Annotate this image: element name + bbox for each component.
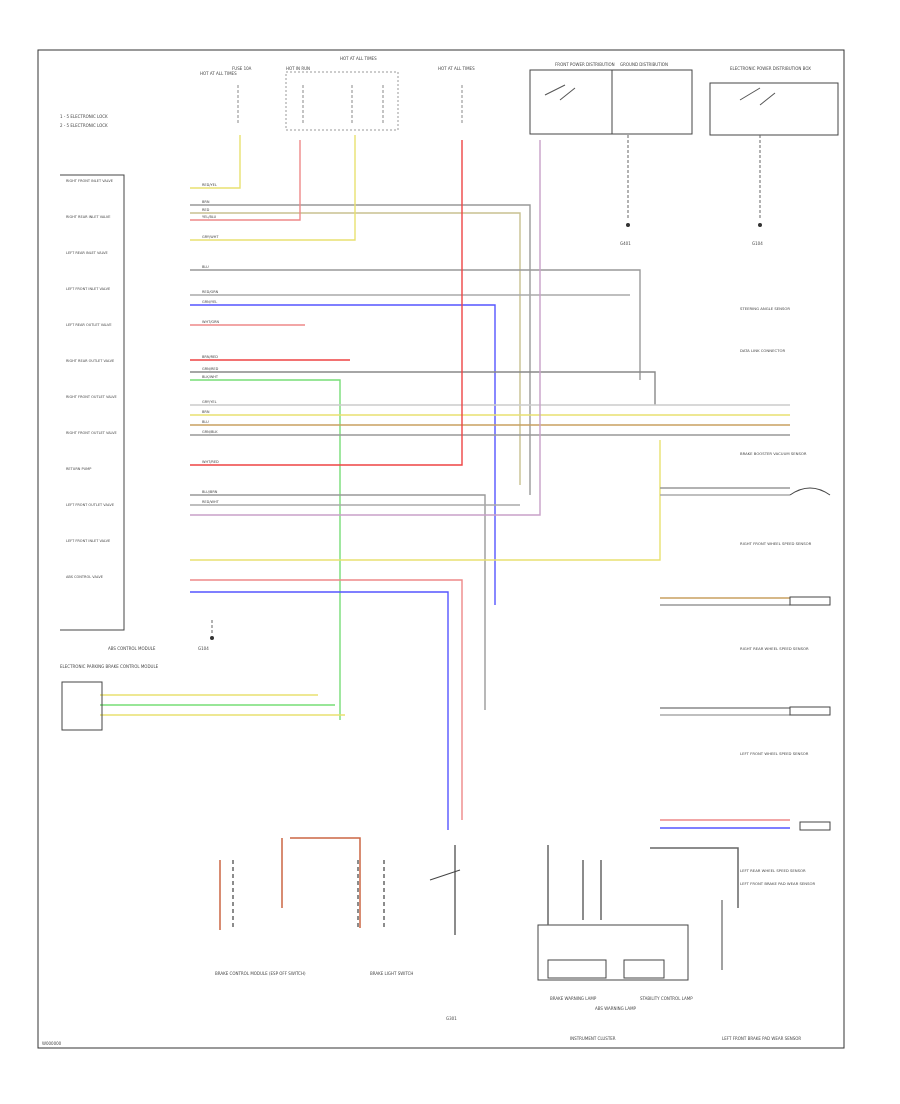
ground-right-label: G104	[752, 241, 763, 246]
cluster-lamp-2: ABS WARNING LAMP	[595, 1006, 637, 1011]
top-module-left-label: FRONT POWER DISTRIBUTION	[555, 62, 615, 67]
fuse-3-label: HOT AT ALL TIMES	[340, 56, 377, 61]
ground-center-label: G401	[620, 241, 631, 246]
top-module-right-label: ELECTRONIC POWER DISTRIBUTION BOX	[730, 66, 811, 71]
right-component-label: BRAKE BOOSTER VACUUM SENSOR	[740, 451, 807, 456]
abs-valve-labels: RIGHT FRONT INLET VALVE RIGHT REAR INLET …	[66, 179, 117, 579]
footer-code: W000000	[42, 1041, 62, 1046]
diagram-frame	[37, 49, 845, 1049]
fuse-group: HOT AT ALL TIMES FUSE 10A HOT IN RUN HOT…	[200, 56, 475, 131]
pad-wear-label: LEFT FRONT BRAKE PAD WEAR SENSOR	[722, 1036, 801, 1041]
wire-label: GRY/YEL	[202, 400, 217, 404]
wire-label: WHT/RED	[202, 460, 219, 464]
fuse-2-label: HOT IN RUN	[286, 66, 310, 71]
wire-label: BRN/RED	[202, 355, 218, 359]
wire	[190, 140, 301, 221]
right-component-label: LEFT FRONT BRAKE PAD WEAR SENSOR	[740, 881, 816, 886]
abs-valve-label: RETURN PUMP	[66, 467, 91, 471]
wire	[190, 269, 641, 380]
wire-label: GRN/YEL	[202, 300, 217, 304]
abs-valve-label: LEFT REAR INLET VALVE	[66, 251, 108, 255]
right-component-label: LEFT FRONT WHEEL SPEED SENSOR	[740, 751, 809, 756]
right-component-label: RIGHT FRONT WHEEL SPEED SENSOR	[740, 541, 812, 546]
abs-valve-label: LEFT REAR OUTLET VALVE	[66, 323, 112, 327]
wire-label: BLU	[202, 420, 209, 424]
ground-symbols: G104 G401 G104	[198, 135, 763, 651]
wire	[190, 440, 661, 561]
wire-label: BLU/BRN	[202, 490, 218, 494]
legend-line-1: 1 - 5 ELECTRONIC LOCK	[60, 114, 108, 119]
cluster-lamp-3: STABILITY CONTROL LAMP	[640, 996, 693, 1001]
abs-module-label: ABS CONTROL MODULE	[108, 646, 156, 651]
wire	[190, 379, 341, 720]
abs-valve-label: RIGHT FRONT INLET VALVE	[66, 179, 113, 183]
wire-label: RED/YEL	[202, 183, 217, 187]
wire-label: GRN/BLK	[202, 430, 218, 434]
wire	[190, 212, 521, 485]
wire-bundle: RED/YEL BRN RED YEL/BLU GRY/WHT BLU RED/GRN GRN…	[100, 135, 790, 830]
right-component-label: DATA LINK CONNECTOR	[740, 348, 785, 353]
legend-line-2: 2 - 5 ELECTRONIC LOCK	[60, 123, 108, 128]
wire	[190, 494, 486, 710]
wire	[190, 135, 356, 241]
cluster-lamp-1: BRAKE WARNING LAMP	[550, 996, 597, 1001]
right-component-label: LEFT REAR WHEEL SPEED SENSOR	[740, 868, 806, 873]
esp-module-label: ELECTRONIC PARKING BRAKE CONTROL MODULE	[60, 664, 159, 669]
wire-label: WHT/GRN	[202, 320, 220, 324]
wire	[190, 579, 463, 820]
right-component-label: RIGHT REAR WHEEL SPEED SENSOR	[740, 646, 809, 651]
wire-label: BLU	[202, 265, 209, 269]
abs-module: ABS CONTROL MODULE RIGHT FRONT INLET VAL…	[60, 174, 156, 651]
abs-valve-label: RIGHT FRONT OUTLET VALVE	[66, 395, 117, 399]
top-module-mid-label: GROUND DISTRIBUTION	[620, 62, 668, 67]
wire	[190, 140, 463, 466]
wire	[190, 591, 449, 830]
fuse-1-rating: FUSE 10A	[232, 66, 252, 71]
wire-label: GRY/WHT	[202, 235, 219, 239]
wire-label: YEL/BLU	[202, 215, 217, 219]
wire-label: RED/GRN	[202, 290, 219, 294]
abs-valve-label: RIGHT FRONT OUTLET VALVE	[66, 431, 117, 435]
fuse-1-label: HOT AT ALL TIMES	[200, 71, 237, 76]
bottom-components: BRAKE CONTROL MODULE (ESP OFF SWITCH) BR…	[215, 837, 801, 1041]
wire	[190, 135, 241, 189]
abs-valve-label: RIGHT REAR OUTLET VALVE	[66, 359, 114, 363]
wire-label: BRN	[202, 410, 210, 414]
wire	[190, 371, 656, 405]
abs-valve-label: LEFT FRONT INLET VALVE	[66, 287, 110, 291]
right-components: STEERING ANGLE SENSOR DATA LINK CONNECTOR…	[740, 306, 816, 886]
brake-switch-label: BRAKE LIGHT SWITCH	[370, 971, 413, 976]
abs-valve-label: LEFT FRONT INLET VALVE	[66, 539, 110, 543]
abs-valve-label: ABS CONTROL VALVE	[66, 575, 103, 579]
abs-valve-label: LEFT FRONT OUTLET VALVE	[66, 503, 114, 507]
wire-label: BRN	[202, 200, 210, 204]
wire-label: GRN/RED	[202, 367, 219, 371]
esp-module: ELECTRONIC PARKING BRAKE CONTROL MODULE	[60, 664, 159, 731]
legend: 1 - 5 ELECTRONIC LOCK 2 - 5 ELECTRONIC L…	[60, 114, 108, 128]
wire-label: RED	[202, 208, 210, 212]
wire-label: RED/WHT	[202, 500, 220, 504]
wire-label: BLK/WHT	[202, 375, 219, 379]
ground-left-label: G104	[198, 646, 209, 651]
brake-control-label: BRAKE CONTROL MODULE (ESP OFF SWITCH)	[215, 971, 306, 976]
cluster-label: INSTRUMENT CLUSTER	[570, 1036, 616, 1041]
ground-g301: G301	[446, 1016, 457, 1021]
wire	[190, 140, 541, 516]
wire	[190, 204, 531, 495]
fuse-4-label: HOT AT ALL TIMES	[438, 66, 475, 71]
sensor-symbols	[789, 487, 831, 831]
abs-valve-label: RIGHT REAR INLET VALVE	[66, 215, 110, 219]
top-modules: FRONT POWER DISTRIBUTION GROUND DISTRIBU…	[529, 62, 839, 136]
right-component-label: STEERING ANGLE SENSOR	[740, 306, 790, 311]
